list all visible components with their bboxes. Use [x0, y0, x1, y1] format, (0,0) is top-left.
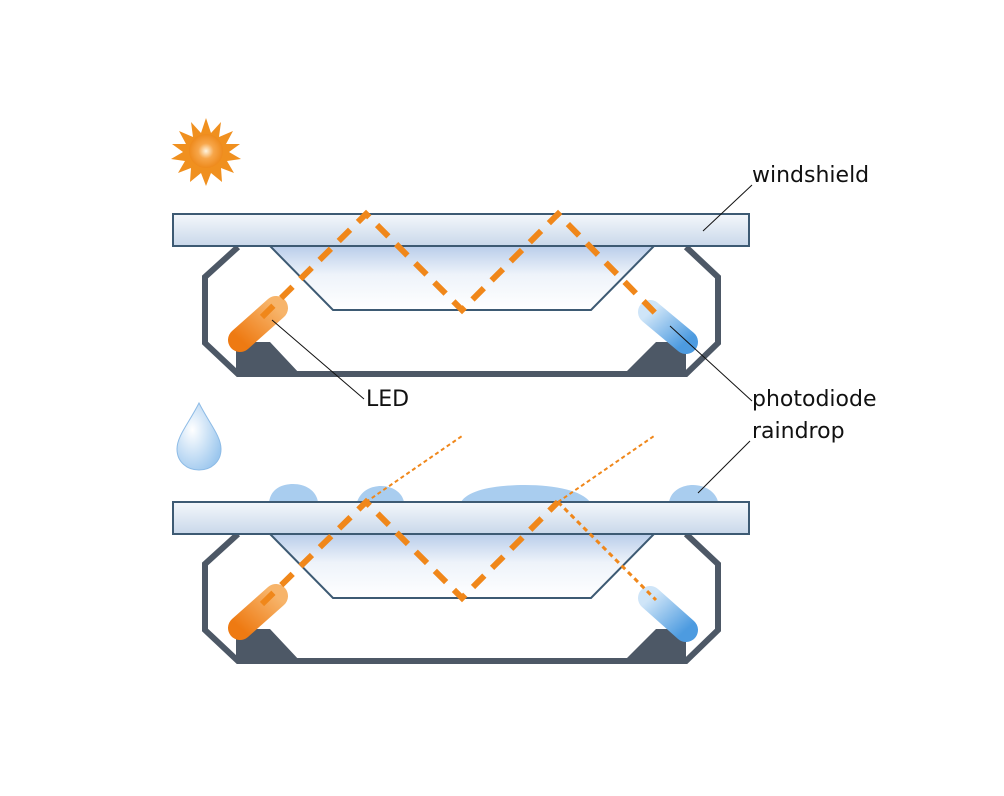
- led-emitter: [228, 584, 288, 640]
- photodiode-mount: [624, 342, 686, 374]
- leader-lines: [271, 184, 753, 494]
- sensor-housing: [202, 531, 721, 664]
- escaping-beam-2: [557, 435, 655, 503]
- raindrop-leader: [697, 440, 751, 494]
- windshield-leader: [702, 184, 753, 232]
- sensor-housing: [202, 244, 721, 377]
- windshield-label: windshield: [752, 163, 869, 188]
- escaping-beam-1: [365, 435, 463, 503]
- photodiode-mount: [624, 629, 686, 661]
- bottom-sensor-assembly: [172, 435, 750, 664]
- led-mount: [236, 342, 300, 374]
- led-emitter: [228, 296, 288, 352]
- light-beam-path: [259, 209, 665, 323]
- sun-icon: [171, 118, 241, 186]
- windshield-glass: [172, 501, 750, 535]
- led-mount: [236, 629, 300, 661]
- photodiode-label: photodiode: [752, 387, 877, 412]
- raindrop-3: [461, 485, 590, 502]
- water-drop-icon: [176, 401, 222, 471]
- led-label: LED: [366, 387, 409, 412]
- raindrop-1: [269, 484, 318, 502]
- raindrop-4: [669, 485, 718, 502]
- top-sensor-assembly: [172, 209, 750, 377]
- windshield-glass: [172, 213, 750, 247]
- photodiode-detector: [638, 300, 698, 354]
- photodiode-leader: [669, 325, 753, 402]
- led-leader: [271, 319, 365, 400]
- raindrop-2: [357, 486, 404, 502]
- raindrop-label: raindrop: [752, 419, 845, 444]
- photodiode-detector: [638, 586, 698, 642]
